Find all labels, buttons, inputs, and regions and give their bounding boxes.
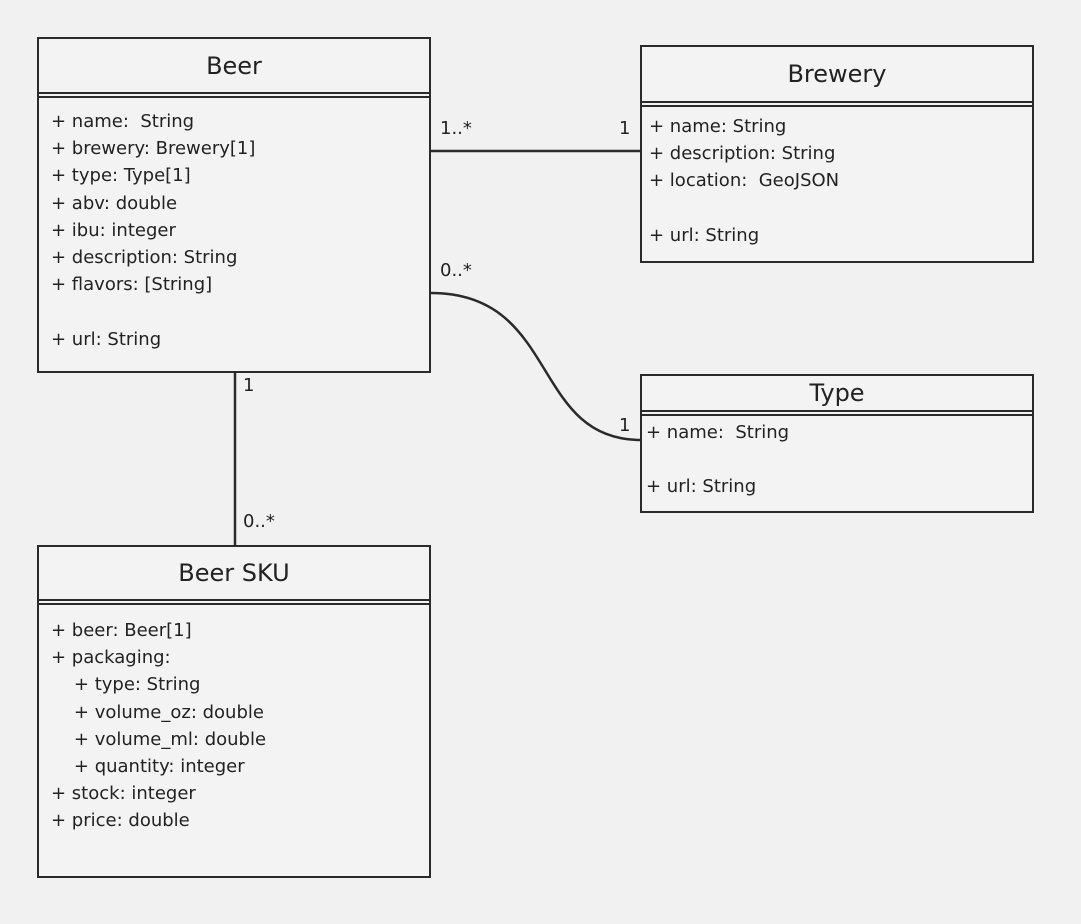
attribute-item: + description: String — [51, 247, 238, 269]
multiplicity-beer-sku-sku-end: 0..* — [243, 511, 275, 532]
multiplicity-beer-type-beer-end: 0..* — [440, 260, 472, 281]
multiplicity-beer-brewery-beer-end: 1..* — [440, 118, 472, 139]
attribute-item: + quantity: integer — [51, 756, 245, 778]
attribute-item: + type: Type[1] — [51, 165, 191, 187]
attribute-item — [649, 195, 1032, 222]
association-beer-type — [430, 291, 642, 442]
attribute-item: + ibu: integer — [51, 219, 176, 241]
attribute-item: + brewery: Brewery[1] — [51, 138, 256, 160]
class-brewery[interactable]: Brewery + name: String + description: St… — [640, 45, 1034, 263]
class-beer-sku-attributes: + beer: Beer[1] + packaging: + type: Str… — [39, 603, 429, 835]
class-type-name: Type — [642, 376, 1032, 412]
attribute-item: + volume_oz: double — [51, 701, 264, 723]
attribute-item: + type: String — [51, 674, 201, 696]
attribute-item: + flavors: [String] — [51, 274, 213, 296]
attribute-item: + abv: double — [51, 192, 178, 214]
attribute-item: + beer: Beer[1] — [51, 620, 192, 641]
attribute-item: + price: double — [51, 810, 190, 832]
multiplicity-beer-sku-beer-end: 1 — [243, 375, 255, 396]
multiplicity-beer-brewery-brewery-end: 1 — [619, 118, 631, 139]
attribute-item: + packaging: — [51, 647, 171, 669]
attribute-item: + url: String — [649, 224, 760, 246]
class-beer-attributes: + name: String + brewery: Brewery[1] + t… — [39, 96, 429, 353]
attribute-item: + url: String — [646, 476, 757, 498]
class-beer-sku-name: Beer SKU — [39, 547, 429, 601]
attribute-item: + volume_ml: double — [51, 728, 267, 750]
class-beer[interactable]: Beer + name: String + brewery: Brewery[1… — [37, 37, 431, 373]
attribute-item: + stock: integer — [51, 783, 196, 805]
attribute-item: + location: GeoJSON — [649, 170, 840, 192]
attribute-item: + name: String — [51, 111, 195, 132]
attribute-item — [51, 298, 429, 325]
class-type[interactable]: Type + name: String + url: String — [640, 374, 1034, 513]
attribute-item: + description: String — [649, 143, 836, 165]
attribute-item: + name: String — [646, 422, 790, 443]
attribute-item: + url: String — [51, 328, 162, 350]
class-brewery-attributes: + name: String + description: String + l… — [642, 105, 1032, 249]
attribute-item: + name: String — [649, 116, 787, 137]
class-beer-name: Beer — [39, 39, 429, 94]
attribute-item — [646, 446, 1032, 473]
class-brewery-name: Brewery — [642, 47, 1032, 103]
class-beer-sku[interactable]: Beer SKU + beer: Beer[1] + packaging: + … — [37, 545, 431, 878]
class-type-attributes: + name: String + url: String — [642, 414, 1032, 501]
multiplicity-beer-type-type-end: 1 — [619, 415, 631, 436]
